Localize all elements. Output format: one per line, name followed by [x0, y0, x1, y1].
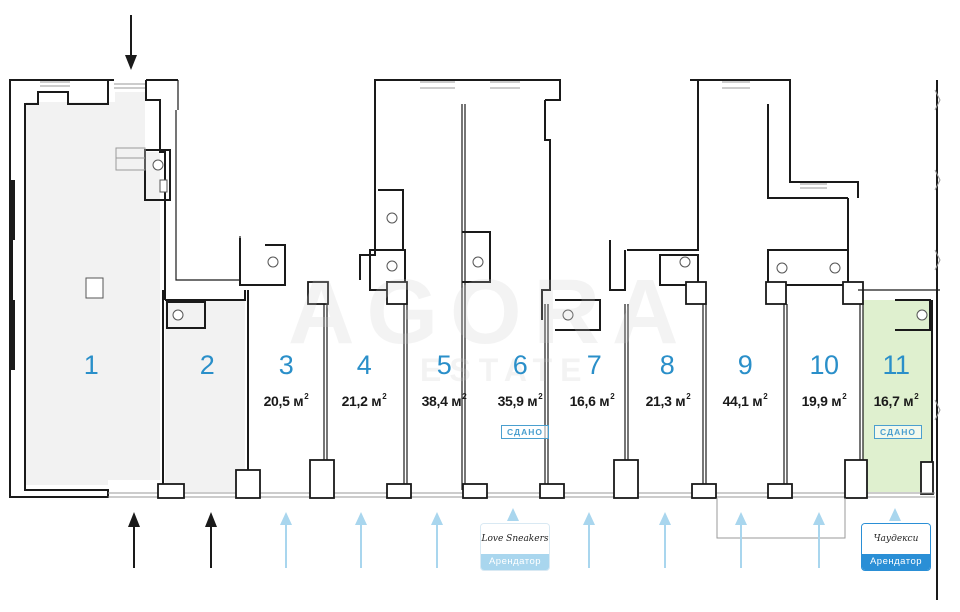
tenant-logo: Love Sneakers: [481, 524, 549, 554]
unit-2-area: [165, 300, 245, 492]
tenant-label: Арендатор: [862, 554, 930, 570]
unit-11-status-badge: СДАНО: [874, 425, 922, 439]
main-entrance-arrow-unit2: [205, 512, 217, 568]
unit-entrance-arrow-9: [735, 512, 747, 568]
unit-8-number[interactable]: 8: [659, 350, 675, 380]
unit-entrance-arrow-10: [813, 512, 825, 568]
main-entrance-arrow-top: [125, 15, 137, 70]
unit-4-area: 21,2 м2: [341, 392, 387, 409]
tenant-logo: Чаудекси: [862, 524, 930, 554]
tenant-card-chaudeksi[interactable]: Чаудекси Арендатор: [862, 524, 930, 570]
unit-10-area: 19,9 м2: [801, 392, 847, 409]
unit-7-number[interactable]: 7: [586, 350, 602, 380]
tenant-card-love-sneakers[interactable]: Love Sneakers Арендатор: [481, 524, 549, 570]
unit-3-number[interactable]: 3: [278, 350, 294, 380]
unit-6-area: 35,9 м2: [497, 392, 543, 409]
unit-8-area: 21,3 м2: [645, 392, 691, 409]
unit-11-area: [863, 300, 931, 492]
unit-11-area: 16,7 м2: [873, 392, 919, 409]
unit-5-area: 38,4 м2: [421, 392, 467, 409]
unit-5-number[interactable]: 5: [436, 350, 452, 380]
unit-7-area: 16,6 м2: [569, 392, 615, 409]
unit-6-number[interactable]: 6: [512, 350, 528, 380]
main-entrance-arrow-unit1: [128, 512, 140, 568]
walls: [9, 79, 941, 600]
unit-entrance-arrow-6: [507, 508, 519, 521]
unit-entrance-arrow-11: [889, 508, 901, 521]
unit-entrance-arrow-8: [659, 512, 671, 568]
unit-2-number[interactable]: 2: [199, 350, 215, 380]
unit-9-number[interactable]: 9: [737, 350, 753, 380]
unit-6-status-badge: СДАНО: [501, 425, 549, 439]
unit-3-area: 20,5 м2: [263, 392, 309, 409]
entrance-arrows: [125, 15, 901, 568]
unit-1-number[interactable]: 1: [83, 350, 99, 380]
unit-4-number[interactable]: 4: [356, 350, 372, 380]
unit-10-number[interactable]: 10: [809, 350, 839, 380]
unit-9-area: 44,1 м2: [722, 392, 768, 409]
tenant-label: Арендатор: [481, 554, 549, 570]
unit-entrance-arrow-3: [280, 512, 292, 568]
unit-entrance-arrow-4: [355, 512, 367, 568]
unit-entrance-arrow-7: [583, 512, 595, 568]
unit-entrance-arrow-5: [431, 512, 443, 568]
unit-11-number[interactable]: 11: [882, 350, 910, 380]
